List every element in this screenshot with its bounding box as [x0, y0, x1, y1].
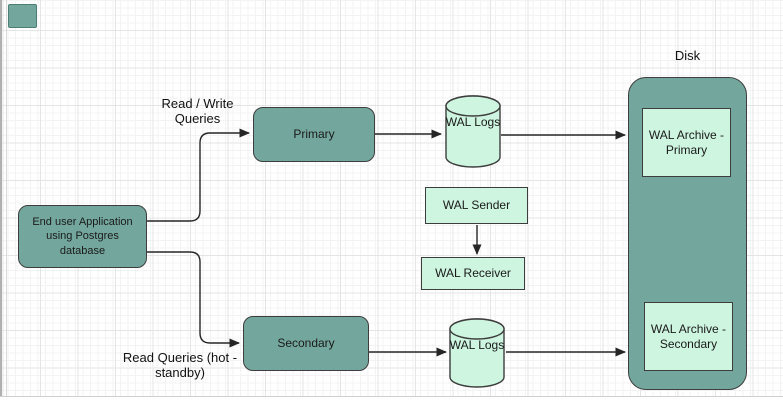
- wal-logs-primary-label: WAL Logs: [445, 115, 501, 129]
- read-queries-hot-standby-label[interactable]: Read Queries (hot - standby): [122, 350, 238, 380]
- edge-app-to-primary[interactable]: [146, 128, 250, 222]
- wal-logs-primary-cylinder[interactable]: WAL Logs: [445, 95, 501, 168]
- wal-receiver-label: WAL Receiver: [435, 266, 511, 281]
- canvas-bottom-edge: [0, 396, 783, 397]
- wal-archive-primary-node[interactable]: WAL Archive - Primary: [642, 108, 731, 177]
- wal-archive-secondary-node[interactable]: WAL Archive - Secondary: [644, 302, 733, 371]
- wal-receiver-node[interactable]: WAL Receiver: [421, 257, 525, 290]
- wal-logs-secondary-label: WAL Logs: [449, 338, 505, 352]
- end-user-app-label: End user Application using Postgres data…: [32, 216, 133, 257]
- canvas-left-edge: [0, 0, 2, 397]
- wal-logs-secondary-cylinder[interactable]: WAL Logs: [449, 318, 505, 388]
- wal-sender-node[interactable]: WAL Sender: [425, 187, 528, 224]
- cylinder-icon: [445, 95, 501, 168]
- cylinder-icon: [449, 318, 505, 388]
- secondary-label: Secondary: [277, 335, 335, 350]
- read-write-queries-label[interactable]: Read / Write Queries: [161, 96, 234, 126]
- wal-archive-secondary-label: WAL Archive - Secondary: [650, 322, 727, 351]
- edge-app-to-secondary[interactable]: [146, 251, 240, 348]
- primary-node[interactable]: Primary: [253, 107, 375, 162]
- secondary-node[interactable]: Secondary: [243, 316, 369, 371]
- wal-archive-primary-label: WAL Archive - Primary: [648, 128, 725, 157]
- canvas-left-rule: [6, 0, 7, 397]
- canvas-bottom-margin: [0, 397, 783, 401]
- wal-sender-label: WAL Sender: [442, 198, 511, 213]
- disk-label: Disk: [674, 48, 701, 63]
- primary-label: Primary: [293, 126, 335, 141]
- corner-shape[interactable]: [8, 4, 37, 28]
- end-user-app-node[interactable]: End user Application using Postgres data…: [18, 205, 147, 268]
